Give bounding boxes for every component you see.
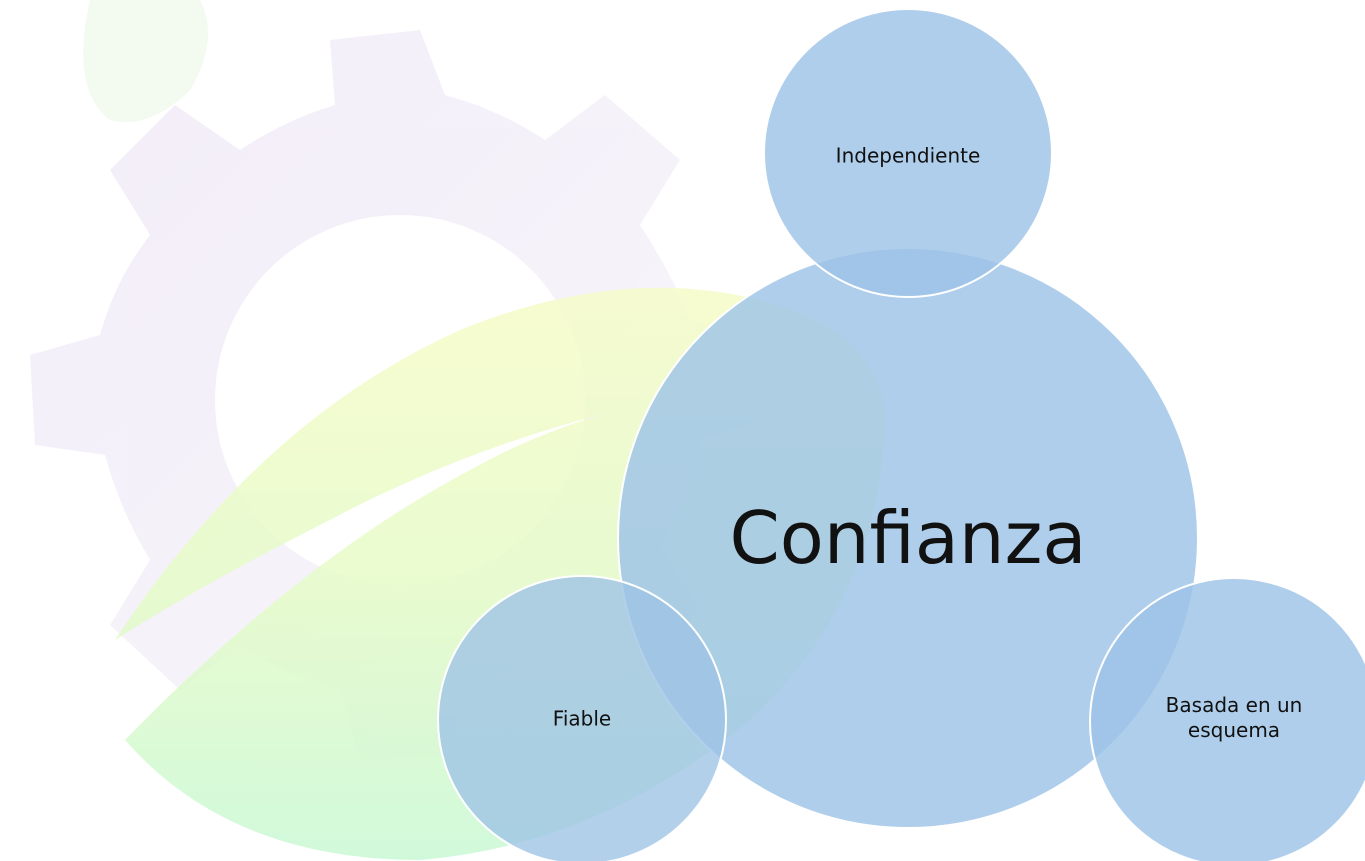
bubble-top: [763, 8, 1053, 298]
bubble-right: [1089, 577, 1365, 861]
satellite-label-right: Basada en un esquema: [1165, 693, 1303, 742]
bubble-group: [437, 8, 1365, 861]
bubble-left: [437, 575, 727, 861]
satellite-label-left: Fiable: [552, 706, 612, 731]
center-label: Confianza: [729, 496, 1087, 580]
satellite-label-top: Independiente: [835, 143, 981, 168]
